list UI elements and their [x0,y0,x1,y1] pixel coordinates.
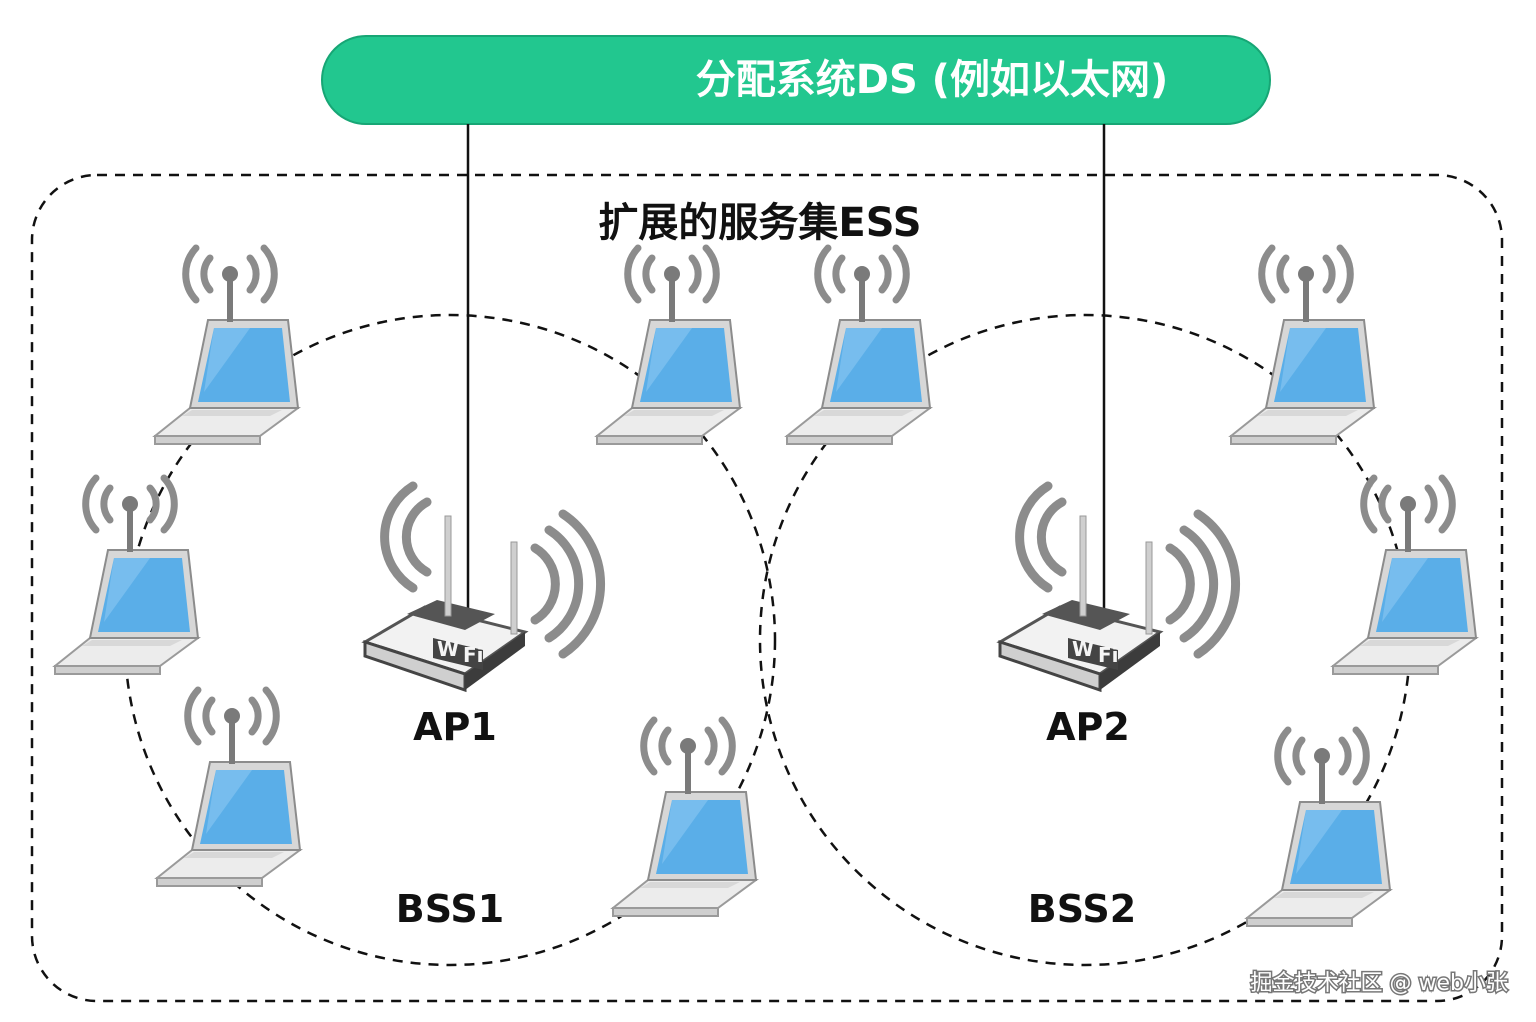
laptop-icon [597,248,740,444]
watermark: 掘金技术社区 @ web小张 [1251,971,1508,996]
laptop-icon [55,478,198,674]
ap1-label: AP1 [413,705,497,749]
bss1-boundary [123,313,777,967]
ds-bar [321,35,1271,125]
laptop-icon [1247,730,1390,926]
ap2-label: AP2 [1046,705,1130,749]
wifi-router-icon [365,486,601,690]
bss1-label: BSS1 [396,887,504,931]
laptop-icon [155,248,298,444]
laptop-icon [1333,478,1476,674]
ess-boundary [30,173,1504,1003]
laptop-icon [157,690,300,886]
bss2-label: BSS2 [1028,887,1136,931]
laptop-icon [613,720,756,916]
laptop-icon [787,248,930,444]
ess-label: 扩展的服务集ESS [598,200,921,246]
laptop-icon [1231,248,1374,444]
ds-label: 分配系统DS (例如以太网) [696,57,1169,103]
wifi-router-icon [1000,486,1236,690]
